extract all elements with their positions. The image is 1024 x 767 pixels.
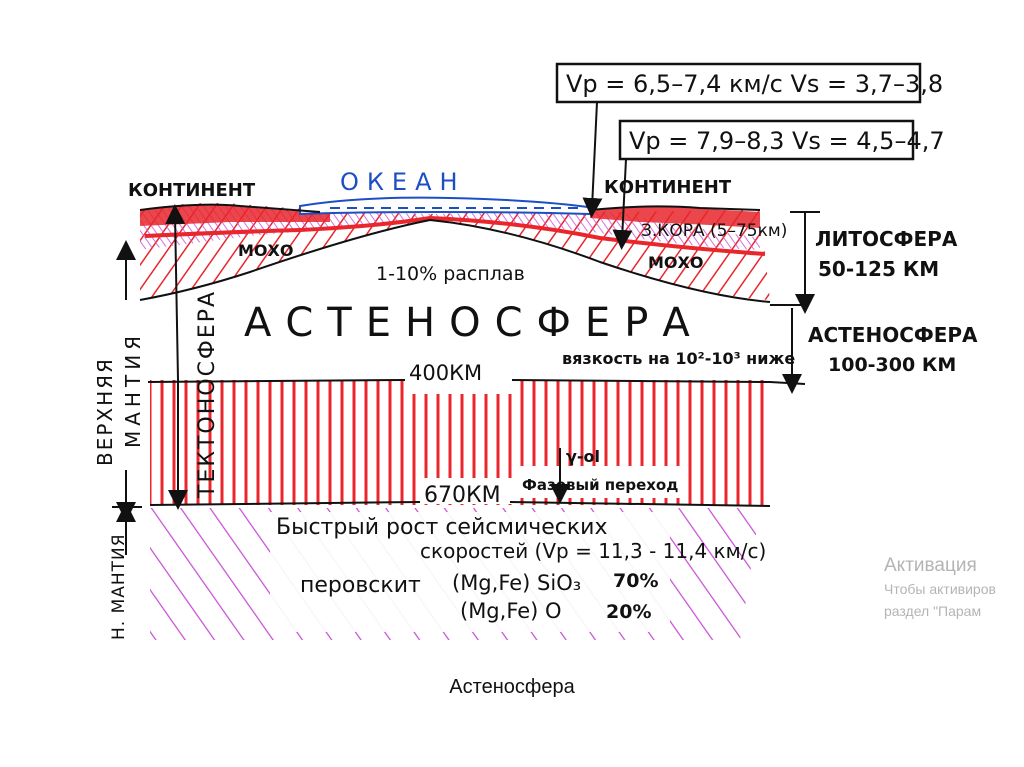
lower-mantle-label: Н. МАНТИЯ — [109, 533, 129, 640]
ocean-label: ОКЕАН — [340, 168, 466, 196]
vp-box-top — [555, 62, 922, 104]
ocean-body — [299, 196, 597, 216]
crust-label: З.КОРА (5–75км) — [641, 221, 787, 241]
depth-400-label: 400КМ — [409, 361, 482, 385]
formula-1-label: (Mg,Fe) SiO₃ — [452, 571, 581, 595]
moho-left-label: МОХО — [238, 241, 293, 260]
seismic-label-a: Быстрый рост сейсмических — [276, 515, 607, 540]
watermark-line-2: Чтобы активиров — [884, 581, 996, 597]
lithosphere-scale — [790, 211, 820, 304]
formula-2-label: (Mg,Fe) O — [460, 599, 562, 623]
depth-670-label: 670КМ — [424, 483, 501, 508]
watermark-line-3: раздел "Парам — [884, 603, 982, 619]
viscosity-label: вязкость на 10²-10³ ниже — [562, 349, 795, 368]
slide-caption: Астеносфера — [449, 676, 575, 698]
asthenosphere-big-label: АСТЕНОСФЕРА — [244, 300, 704, 346]
vp-mid-label: Vp = 7,9–8,3 Vs = 4,5–4,7 — [629, 127, 945, 155]
vp-mid-arrow — [612, 158, 633, 250]
moho-line-right — [429, 216, 766, 256]
lithosphere-top-outline — [139, 203, 761, 213]
continent-crust-left — [140, 204, 330, 226]
melt-label: 1-10% расплав — [376, 263, 525, 285]
seismic-label-b: скоростей (Vp = 11,3 - 11,4 км/с) — [420, 539, 766, 563]
tectonosphere-label: ТЕКТОНОСФЕРА — [195, 290, 220, 499]
tectonosphere-arrow-up — [165, 204, 186, 381]
lithosphere-range: 50-125 КМ — [818, 257, 939, 281]
windows-activation-watermark: Активация Чтобы активиров раздел "Парам — [884, 554, 1024, 622]
phase-label-b: Фазовый переход — [522, 476, 678, 494]
continent-right-label: КОНТИНЕНТ — [604, 177, 732, 198]
continent-crust-right — [590, 206, 760, 228]
vp-top-label: Vp = 6,5–7,4 км/с Vs = 3,7–3,8 — [566, 70, 943, 98]
formula-2-percent: 20% — [606, 601, 651, 623]
moho-right-label: МОХО — [648, 253, 703, 272]
moho-line-left — [144, 216, 431, 238]
perovskite-label: перовскит — [300, 573, 421, 598]
vp-top-arrow — [582, 101, 603, 218]
asthenosphere-title: АСТЕНОСФЕРА — [808, 323, 978, 347]
asthenosphere-range: 100-300 КМ — [828, 354, 956, 376]
upper-mantle-label-b: МАНТИЯ — [121, 331, 145, 448]
upper-mantle-label-a: ВЕРХНЯЯ — [93, 357, 117, 466]
continent-left-label: КОНТИНЕНТ — [128, 180, 256, 201]
lithosphere-base-line — [139, 218, 771, 303]
lithosphere-title: ЛИТОСФЕРА — [815, 227, 958, 251]
formula-1-percent: 70% — [613, 570, 658, 592]
vp-box-mid — [618, 119, 915, 161]
watermark-line-1: Активация — [884, 555, 977, 576]
phase-label-a: γ-ol — [566, 447, 600, 466]
